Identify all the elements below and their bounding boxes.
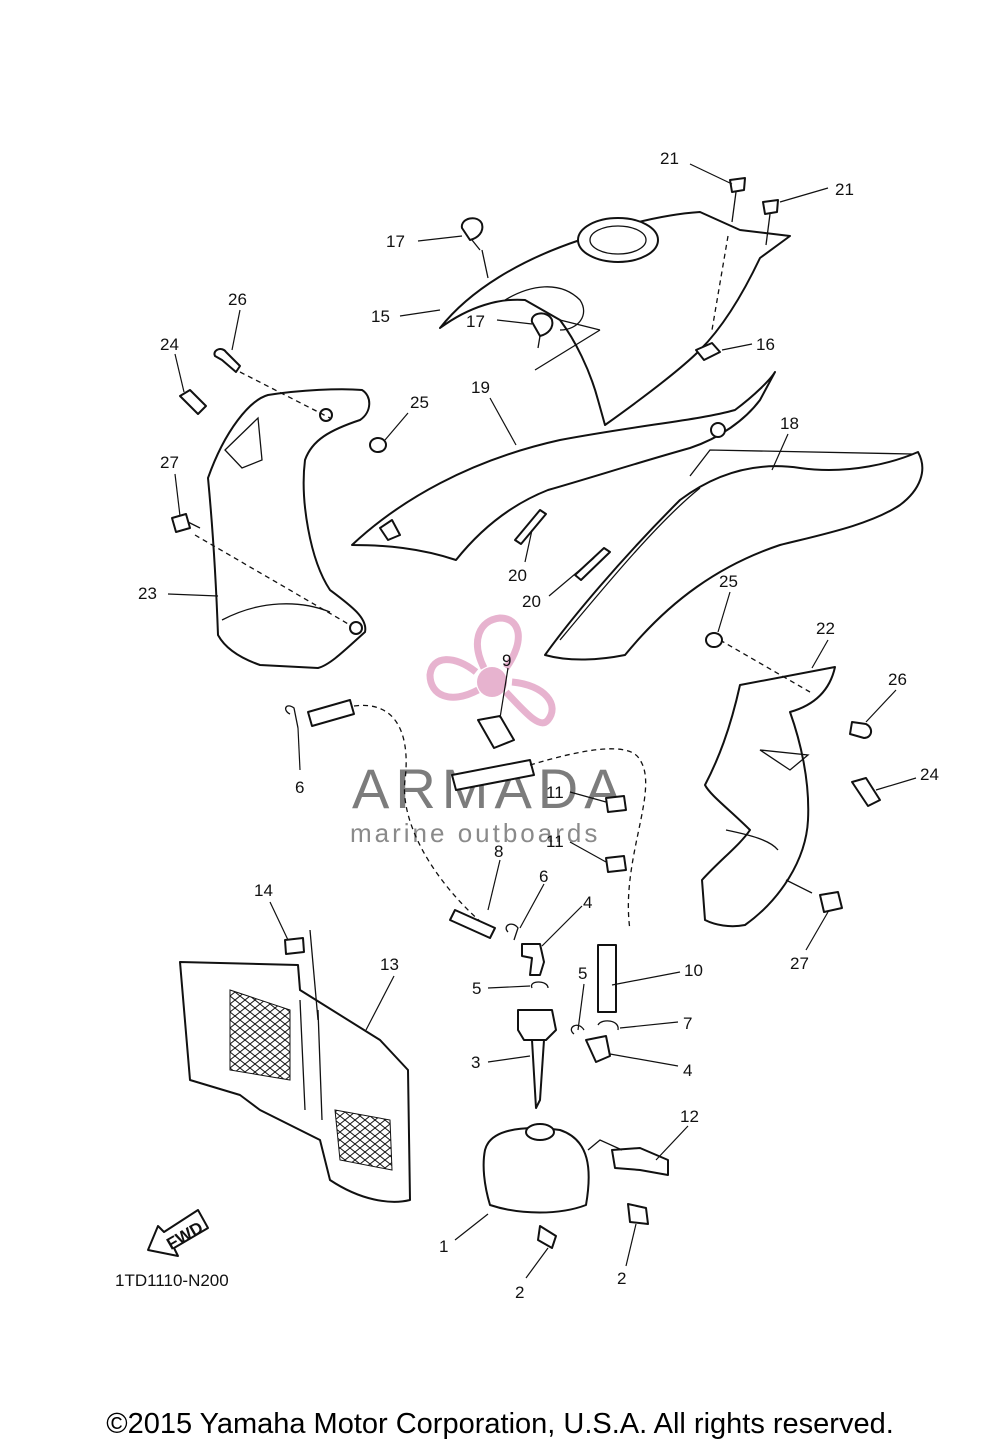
callout-7: 7: [683, 1014, 692, 1033]
callout-12: 12: [680, 1107, 699, 1126]
callout-22: 22: [816, 619, 835, 638]
callout-1: 1: [439, 1237, 448, 1256]
callout-15: 15: [371, 307, 390, 326]
part-14-grommet: [284, 937, 305, 955]
callout-4-a: 4: [583, 893, 592, 912]
part-23-left-shroud: [194, 371, 371, 669]
callout-11-a: 11: [546, 783, 564, 802]
callout-24-b: 24: [920, 765, 939, 784]
callout-11-b: 11: [546, 832, 564, 851]
callout-13: 13: [380, 955, 399, 974]
callout-27-b: 27: [790, 954, 809, 973]
watermark-wordmark: ARMADA: [352, 757, 628, 820]
part-2-bolt-b: [627, 1203, 649, 1225]
part-6-clamp-a: [285, 705, 299, 729]
part-25-washer-a: [369, 437, 387, 453]
callout-25-a: 25: [410, 393, 429, 412]
callout-8: 8: [494, 842, 503, 861]
callout-4-b: 4: [683, 1061, 692, 1080]
drawing-code: 1TD1110-N200: [115, 1271, 229, 1290]
part-5-ring-a: [530, 981, 549, 989]
part-19-side-cover: [351, 371, 776, 561]
part-11-clip-b: [605, 855, 627, 873]
part-16-grommet: [695, 342, 721, 361]
callout-2-b: 2: [617, 1269, 626, 1288]
callout-26-a: 26: [228, 290, 247, 309]
part-12-bracket: [587, 1139, 669, 1176]
part-4-elbow-b: [585, 1035, 611, 1063]
part-20-emblem-b: [574, 547, 611, 581]
fwd-arrow-icon: FWD: [147, 1209, 209, 1257]
callout-26-b: 26: [888, 670, 907, 689]
callout-23: 23: [138, 584, 157, 603]
callout-3: 3: [471, 1053, 480, 1072]
part-27-bolt-a: [171, 513, 201, 533]
part-24-clip-a: [179, 389, 207, 415]
callout-5-b: 5: [578, 964, 587, 983]
callout-6-a: 6: [295, 778, 304, 797]
part-26-bolt-a: [213, 348, 241, 373]
part-27-bolt-b: [785, 879, 843, 913]
callout-labels: 1 2 2 3 4 4 5 5 6 6 7 8 9 10 11 11 12 13…: [138, 149, 939, 1302]
part-21-screw-a: [729, 177, 746, 223]
part-20-emblem-a: [514, 509, 547, 545]
callout-2-a: 2: [515, 1283, 524, 1302]
part-18-side-panel: [544, 449, 924, 661]
leader-lines: [167, 163, 917, 1279]
callout-16: 16: [756, 335, 775, 354]
part-8-hose: [307, 699, 496, 939]
part-1-reservoir: [482, 1123, 590, 1214]
callout-27-a: 27: [160, 453, 179, 472]
callout-20-b: 20: [522, 592, 541, 611]
part-11-clip-a: [605, 795, 627, 813]
callout-20-a: 20: [508, 566, 527, 585]
part-3-cock: [517, 1009, 557, 1109]
part-22-right-shroud: [701, 639, 836, 928]
callout-18: 18: [780, 414, 799, 433]
callout-14: 14: [254, 881, 273, 900]
part-24-clip-b: [851, 777, 881, 807]
part-6-clamp-b: [505, 923, 519, 941]
callout-5-a: 5: [472, 979, 481, 998]
callout-19: 19: [471, 378, 490, 397]
callout-9: 9: [502, 651, 511, 670]
watermark-tagline: marine outboards: [350, 818, 600, 848]
part-10-hose: [451, 748, 647, 1013]
part-2-bolt-a: [537, 1225, 557, 1249]
part-4-elbow-a: [521, 943, 545, 976]
callout-10: 10: [684, 961, 703, 980]
part-7-clamp: [597, 1020, 619, 1031]
part-26-bolt-b: [849, 721, 872, 739]
part-17-fastener-a: [460, 217, 489, 279]
part-13-radiator-guard: [179, 929, 411, 1203]
watermark-logo: [426, 614, 556, 727]
callout-24-a: 24: [160, 335, 179, 354]
callout-25-b: 25: [719, 572, 738, 591]
callout-21-a: 21: [660, 149, 679, 168]
part-15-tank-cover: [439, 211, 791, 426]
callout-17-a: 17: [386, 232, 405, 251]
callout-6-b: 6: [539, 867, 548, 886]
copyright-notice: ©2015 Yamaha Motor Corporation, U.S.A. A…: [106, 1408, 894, 1440]
callout-21-b: 21: [835, 180, 854, 199]
callout-17-b: 17: [466, 312, 485, 331]
part-5-ring-b: [570, 1024, 585, 1035]
part-9-clamp: [477, 715, 515, 749]
part-25-washer-b: [705, 632, 723, 648]
part-21-screw-b: [762, 199, 779, 246]
part-17-fastener-b: [530, 312, 554, 349]
